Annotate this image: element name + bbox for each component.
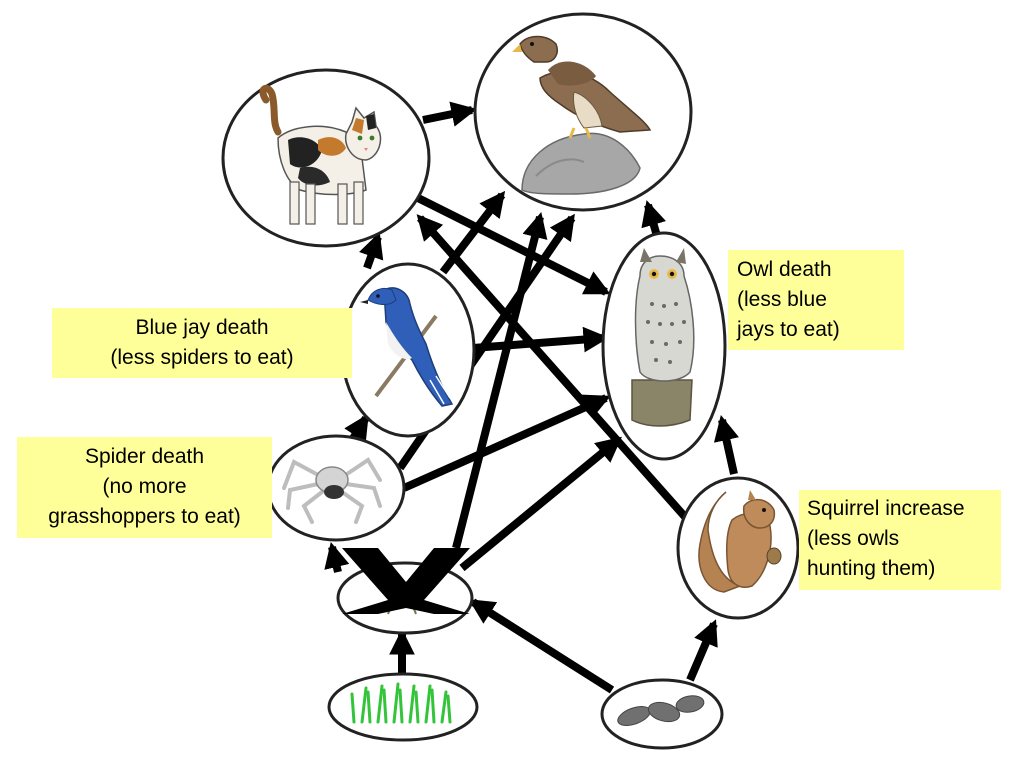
arrow-bluejay-to-cat — [359, 232, 384, 270]
arrow-bluejay-to-owl — [472, 326, 610, 353]
annotation-line: (no more — [102, 475, 187, 498]
seeds-image — [617, 695, 705, 727]
arrow-squirrel-to-cat — [416, 214, 689, 521]
grass-node — [327, 672, 479, 742]
annotation-line: grasshoppers to eat) — [48, 505, 241, 528]
hawk-image — [512, 35, 652, 195]
annotation-line: Squirrel increase — [807, 497, 965, 520]
annotation-line: (less spiders to eat) — [110, 346, 294, 369]
arrow-grasshopper-to-spider — [324, 542, 350, 573]
annotation-owl: Owl death (less blue jays to eat) — [728, 250, 904, 350]
squirrel-image — [698, 490, 782, 593]
seeds-node — [600, 678, 724, 750]
grass-image — [350, 682, 452, 724]
spider-node — [266, 434, 406, 542]
blue-jay-node — [340, 262, 476, 438]
annotation-line: hunting them) — [807, 557, 936, 580]
arrow-grasshopper-to-owl — [459, 436, 622, 572]
annotation-line: Blue jay death — [135, 316, 269, 339]
arrow-cat-to-hawk — [422, 101, 478, 127]
arrow-seeds-to-grasshopper — [468, 598, 615, 694]
annotation-line: (less owls — [807, 527, 900, 550]
arrow-seeds-to-squirrel — [686, 619, 718, 682]
cat-node — [221, 68, 431, 248]
removed-mark-x-icon — [342, 548, 470, 614]
spider-image — [282, 457, 382, 524]
hawk-node — [473, 12, 693, 212]
arrow-cat-to-owl — [416, 194, 611, 296]
blue-jay-image — [360, 287, 454, 407]
annotation-spider: Spider death (no more grasshoppers to ea… — [17, 437, 272, 538]
arrow-spider-to-owl — [402, 394, 611, 492]
arrow-squirrel-to-owl — [713, 415, 739, 475]
squirrel-node — [676, 476, 800, 620]
owl-image — [631, 248, 695, 427]
annotation-squirrel: Squirrel increase (less owls hunting the… — [799, 490, 1001, 590]
annotation-blue-jay: Blue jay death (less spiders to eat) — [52, 308, 352, 378]
annotation-line: Spider death — [84, 445, 205, 468]
cat-image — [259, 84, 382, 225]
annotation-line: Owl death — [737, 258, 832, 281]
owl-node — [601, 231, 727, 461]
arrow-grasshopper-to-cat — [452, 212, 548, 549]
annotation-line: (less blue — [737, 288, 827, 311]
food-web-arrows — [324, 101, 739, 694]
arrow-owl-to-hawk — [641, 200, 667, 238]
annotation-line: jays to eat) — [737, 318, 840, 341]
